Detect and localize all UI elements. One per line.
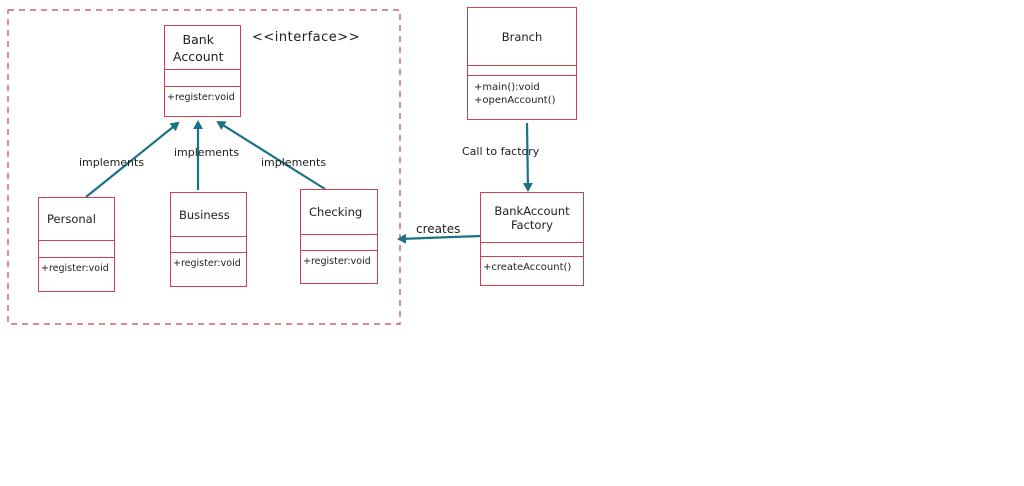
- implements-label-checking: implements: [261, 156, 327, 169]
- interface-stereotype: <<interface>>: [252, 30, 361, 45]
- class-operations: +register:void: [39, 258, 114, 291]
- bank-account-interface[interactable]: Bank Account +register:void: [164, 25, 241, 117]
- class-name: Branch: [468, 8, 576, 66]
- personal-class[interactable]: Personal +register:void: [38, 197, 115, 292]
- class-name: Business: [171, 193, 246, 237]
- branch-class[interactable]: Branch +main():void +openAccount(): [467, 7, 577, 120]
- checking-class[interactable]: Checking +register:void: [300, 189, 378, 284]
- call-to-factory-label: Call to factory: [462, 145, 540, 158]
- creates-arrow[interactable]: [397, 233, 481, 244]
- operation: +openAccount(): [474, 95, 556, 106]
- creates-label: creates: [416, 222, 461, 236]
- implements-label-personal: implements: [79, 156, 145, 169]
- class-attributes: [171, 237, 246, 253]
- class-attributes: [39, 241, 114, 258]
- operation: +register:void: [41, 263, 109, 274]
- business-class[interactable]: Business +register:void: [170, 192, 247, 287]
- class-name: Checking: [301, 190, 377, 235]
- class-operations: +main():void +openAccount(): [468, 76, 576, 119]
- interface-package-boundary: [7, 9, 401, 325]
- implements-arrow-checking[interactable]: [216, 120, 326, 190]
- class-operations: +createAccount(): [481, 257, 583, 285]
- class-name: Personal: [39, 198, 114, 241]
- operation: +createAccount(): [483, 262, 572, 273]
- call-to-factory-arrow[interactable]: [522, 122, 533, 192]
- operation: +main():void: [474, 82, 540, 93]
- class-attributes: [301, 235, 377, 251]
- class-name: Bank Account: [165, 26, 240, 70]
- class-operations: +register:void: [165, 87, 240, 116]
- class-attributes: [468, 66, 576, 76]
- operation: +register:void: [173, 258, 241, 269]
- class-name: BankAccount Factory: [481, 193, 583, 243]
- operation: +register:void: [167, 92, 235, 103]
- implements-arrow-personal[interactable]: [85, 121, 180, 198]
- class-operations: +register:void: [301, 251, 377, 283]
- implements-label-business: implements: [174, 146, 240, 159]
- operation: +register:void: [303, 256, 371, 267]
- class-attributes: [165, 70, 240, 87]
- bank-account-factory-class[interactable]: BankAccount Factory +createAccount(): [480, 192, 584, 286]
- class-operations: +register:void: [171, 253, 246, 286]
- class-attributes: [481, 243, 583, 257]
